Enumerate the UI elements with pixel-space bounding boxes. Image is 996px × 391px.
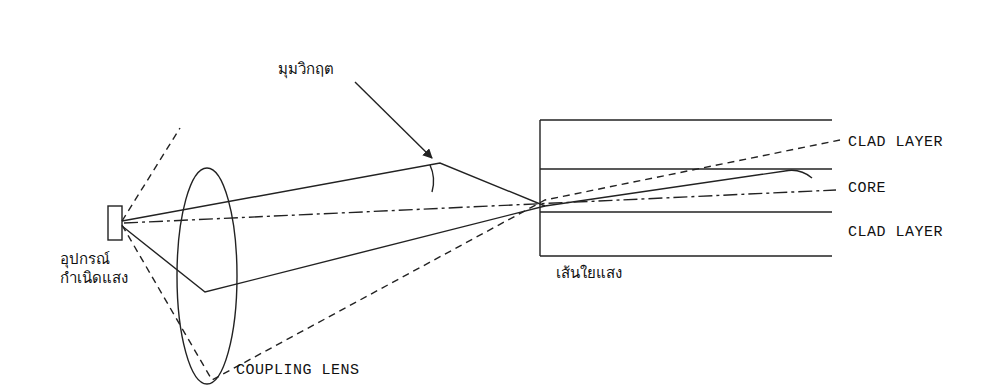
optical-axis [124, 190, 836, 223]
angle-arc [430, 165, 434, 192]
angle-label: มุมวิกฤต [278, 60, 334, 79]
escaping-ray [122, 140, 840, 380]
layer-label: CORE [848, 180, 886, 199]
lens-label: COUPLING LENS [236, 362, 360, 381]
layer-label: CLAD LAYER [848, 224, 943, 243]
layer-label: CLAD LAYER [848, 134, 943, 153]
stray-ray [122, 128, 180, 221]
core-top [540, 168, 832, 169]
core-bottom [540, 211, 832, 212]
source-label: อุปกรณ์ กำเนิดแสง [60, 250, 146, 288]
guided-ray [122, 163, 545, 221]
fiber-end-face [539, 120, 540, 256]
light-source [108, 206, 122, 240]
reflected-ray [785, 170, 812, 178]
guided-ray [122, 171, 785, 292]
fiber-label: เส้นใยแสง [556, 264, 622, 283]
clad-outer-bottom [540, 255, 832, 256]
leader-line [355, 82, 432, 158]
clad-outer-top [540, 119, 832, 120]
